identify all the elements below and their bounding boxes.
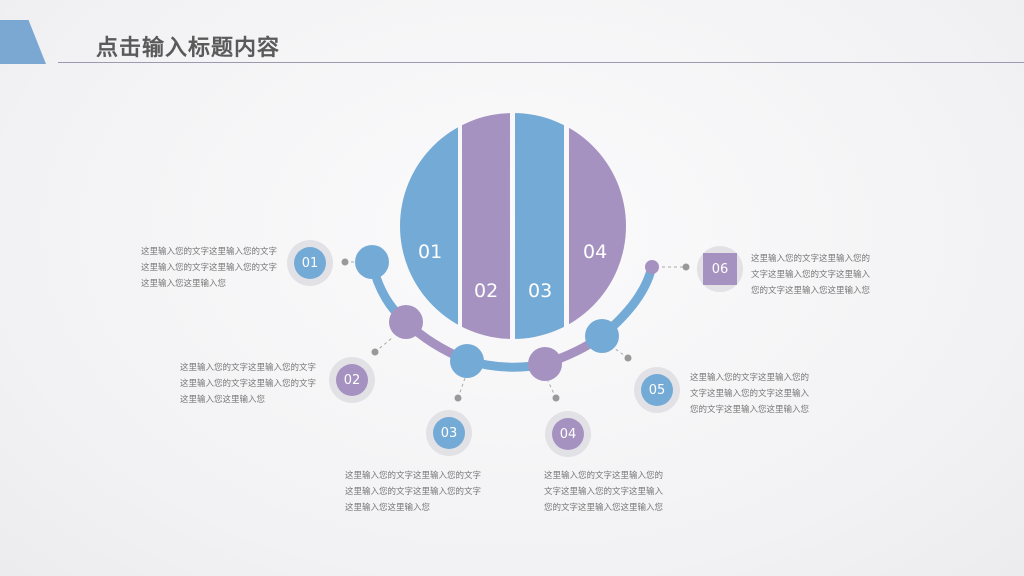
bar-label-1: 01 <box>418 241 443 263</box>
bar-4 <box>569 113 626 339</box>
arc-node-1 <box>355 245 389 279</box>
arc-node-4 <box>528 347 562 381</box>
badge-01: 01 <box>287 240 333 286</box>
arc-node-2 <box>389 305 423 339</box>
desc-02: 这里输入您的文字这里输入您的文字这里输入您的文字这里输入您的文字这里输入您这里输… <box>180 363 317 405</box>
desc-01: 这里输入您的文字这里输入您的文字这里输入您的文字这里输入您的文字这里输入您这里输… <box>141 247 278 289</box>
badge-03: 03 <box>426 410 472 456</box>
title-divider <box>58 62 1024 63</box>
desc-03: 这里输入您的文字这里输入您的文字这里输入您的文字这里输入您的文字这里输入您这里输… <box>345 471 482 513</box>
connector-dots <box>341 258 690 402</box>
desc-04: 这里输入您的文字这里输入您的文字这里输入您的文字这里输入您的文字这里输入您这里输… <box>544 471 664 513</box>
badge-05-num: 05 <box>641 374 673 406</box>
arc-node-5 <box>585 319 619 353</box>
badge-01-num: 01 <box>294 247 326 279</box>
page-title: 点击输入标题内容 <box>96 36 281 61</box>
bar-3 <box>515 113 564 339</box>
badge-05: 05 <box>634 367 680 413</box>
badge-06-num: 06 <box>703 253 737 285</box>
bar-label-4: 04 <box>583 241 608 263</box>
striped-circle <box>400 113 626 339</box>
bar-label-2: 02 <box>474 280 499 302</box>
badge-03-num: 03 <box>433 417 465 449</box>
badge-02: 02 <box>329 357 375 403</box>
badge-02-num: 02 <box>336 364 368 396</box>
bar-label-3: 03 <box>528 280 553 302</box>
badge-04-num: 04 <box>552 418 584 450</box>
desc-05: 这里输入您的文字这里输入您的文字这里输入您的文字这里输入您的文字这里输入您这里输… <box>690 373 810 415</box>
badge-04: 04 <box>545 411 591 457</box>
bar-2 <box>462 113 510 339</box>
arc-node-6 <box>645 260 659 274</box>
arc-node-3 <box>450 344 484 378</box>
desc-06: 这里输入您的文字这里输入您的文字这里输入您的文字这里输入您的文字这里输入您这里输… <box>751 254 871 296</box>
